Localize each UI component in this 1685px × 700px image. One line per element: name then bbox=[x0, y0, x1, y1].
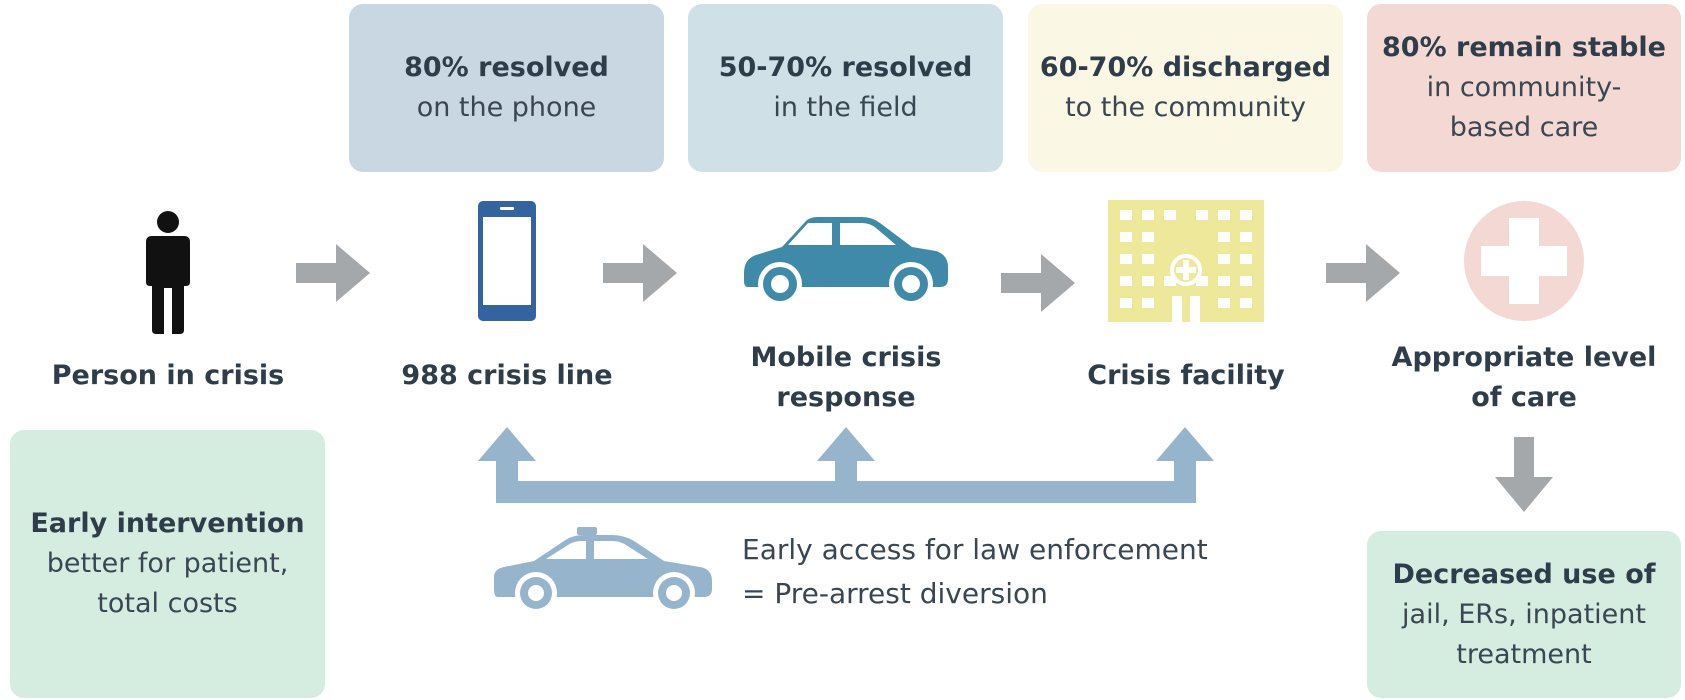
early-intervention-title: Early intervention bbox=[30, 508, 305, 539]
stat-headline: 80% resolved bbox=[404, 52, 609, 83]
stage-label-person-in-crisis: Person in crisis bbox=[51, 360, 285, 391]
arrow-right-icon bbox=[1326, 244, 1400, 302]
stat-detail: in the field bbox=[773, 92, 918, 123]
building-icon bbox=[1108, 200, 1264, 322]
early-intervention-detail: better for patient, total costs bbox=[46, 548, 289, 619]
stat-headline: 80% remain stable bbox=[1382, 32, 1666, 63]
person-icon bbox=[146, 211, 190, 334]
stat-headline: 60-70% discharged bbox=[1039, 52, 1332, 83]
stat-box-crisis-line: 80% resolved on the phone bbox=[349, 4, 664, 172]
law-enforcement-access-arrows-icon bbox=[478, 427, 1214, 503]
stat-detail: to the community bbox=[1065, 92, 1306, 123]
stat-box-crisis-facility: 60-70% discharged to the community bbox=[1028, 4, 1343, 172]
stat-headline: 50-70% resolved bbox=[718, 52, 973, 83]
stat-box-appropriate-care: 80% remain stable in community- based ca… bbox=[1367, 4, 1681, 172]
car-icon bbox=[744, 217, 948, 306]
stat-detail: in community- based care bbox=[1426, 72, 1622, 143]
stage-label-mobile-crisis-response: Mobile crisis response bbox=[750, 342, 942, 413]
arrow-right-icon bbox=[603, 244, 677, 302]
early-intervention-box: Early intervention better for patient, t… bbox=[10, 430, 325, 698]
decreased-use-box: Decreased use of jail, ERs, inpatient tr… bbox=[1367, 531, 1681, 698]
medical-cross-icon bbox=[1464, 201, 1584, 321]
stat-box-mobile-crisis: 50-70% resolved in the field bbox=[688, 4, 1003, 172]
arrow-down-icon bbox=[1495, 437, 1553, 512]
arrow-right-icon bbox=[1001, 254, 1075, 312]
law-enforcement-text: Early access for law enforcement = Pre-a… bbox=[742, 533, 1208, 610]
arrow-right-icon bbox=[296, 244, 370, 302]
decreased-use-title: Decreased use of bbox=[1392, 558, 1656, 590]
stage-label-appropriate-care: Appropriate level of care bbox=[1391, 342, 1657, 413]
stage-label-crisis-facility: Crisis facility bbox=[1087, 360, 1285, 391]
decreased-use-detail: jail, ERs, inpatient treatment bbox=[1402, 598, 1646, 670]
police-car-icon bbox=[494, 527, 712, 614]
stat-detail: on the phone bbox=[416, 92, 597, 123]
stage-label-crisis-line: 988 crisis line bbox=[401, 360, 613, 391]
phone-icon bbox=[478, 201, 536, 321]
